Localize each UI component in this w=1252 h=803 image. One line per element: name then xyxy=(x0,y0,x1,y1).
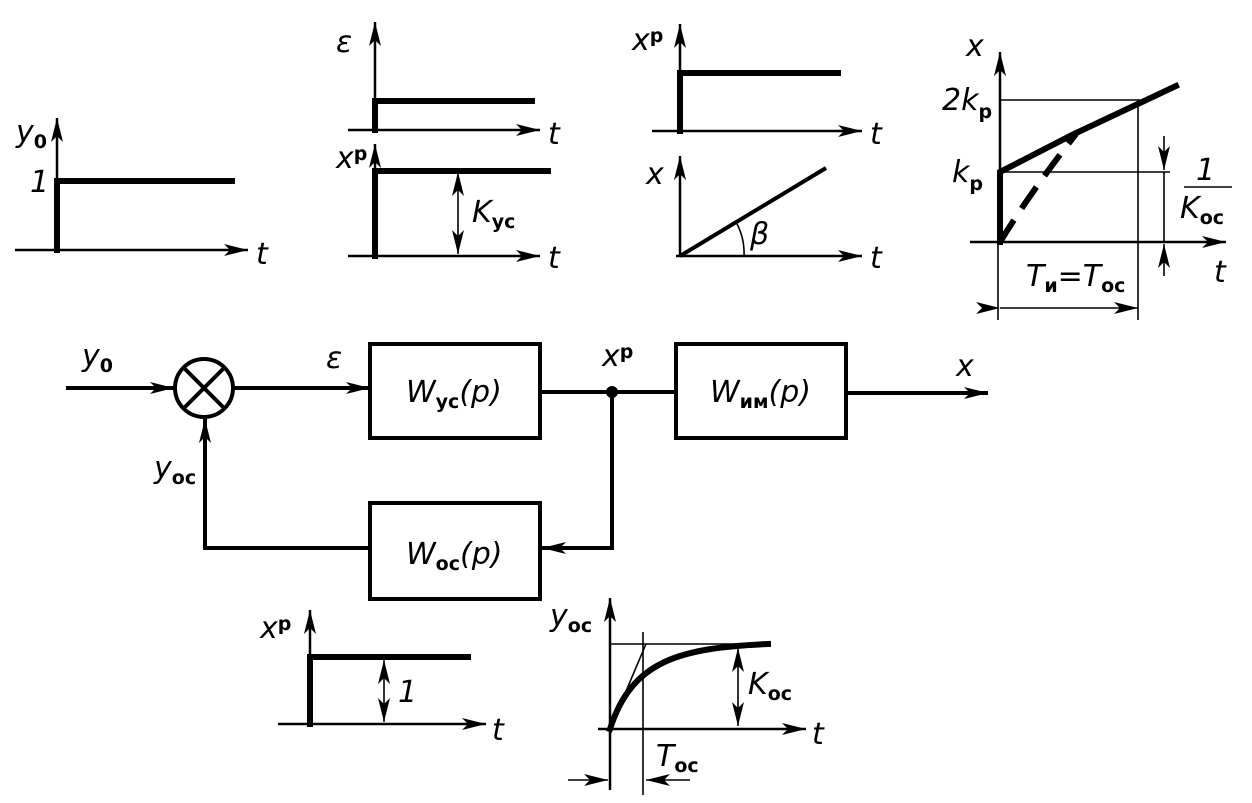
fraction-denominator: Koc xyxy=(1180,191,1224,229)
feedback-out-line xyxy=(199,419,370,550)
step-curve xyxy=(307,654,471,727)
label-2kp: 2kp xyxy=(942,83,992,123)
label-kus: Kyc xyxy=(472,195,515,233)
graph-amplifier-output: xp Kyc t xyxy=(335,141,561,276)
feedback-in-line xyxy=(542,392,614,554)
label-t: t xyxy=(256,237,269,272)
block-feedback xyxy=(368,501,542,601)
label-xp: xp xyxy=(601,339,633,374)
exponential-curve xyxy=(606,640,772,733)
pi-curve-real xyxy=(997,132,1079,244)
graph-actuator-ramp: x β t xyxy=(645,156,883,276)
block-actuator xyxy=(674,342,848,440)
graph-input-step: y0 1 t xyxy=(15,115,269,272)
tangent-line xyxy=(609,643,647,730)
label-kp: kp xyxy=(952,155,983,195)
graph-error-step: ε t xyxy=(336,22,561,152)
label-y0: y0 xyxy=(81,339,113,377)
block-feedback-label: Woc(p) xyxy=(406,537,502,575)
label-t: t xyxy=(492,713,505,748)
label-epsilon: ε xyxy=(336,25,352,60)
label-t: t xyxy=(548,241,561,276)
graph-feedback-output: yoc Koc Toc t xyxy=(549,598,825,795)
label-t: t xyxy=(1214,255,1227,290)
ramp-line xyxy=(678,166,828,258)
block-diagram: Wyc(p) Wим(p) Woc(p) y0 ε xp x yoc xyxy=(66,339,988,601)
label-t: t xyxy=(812,717,825,752)
label-one: 1 xyxy=(30,165,49,200)
label-x: x xyxy=(965,29,984,64)
label-xp: xp xyxy=(259,611,291,646)
step-curve xyxy=(372,98,535,133)
label-t: t xyxy=(870,241,883,276)
fraction-numerator: 1 xyxy=(1196,153,1215,188)
graph-feedback-input: xp 1 t xyxy=(259,610,505,748)
label-yos: yoc xyxy=(549,599,592,637)
step-curve xyxy=(54,178,235,253)
label-y0: y0 xyxy=(15,115,47,153)
graph-regulator-step: xp t xyxy=(631,23,883,152)
label-tos: Toc xyxy=(656,739,699,777)
angle-arc xyxy=(735,221,745,257)
block-amplifier xyxy=(368,342,542,440)
label-epsilon: ε xyxy=(326,341,342,376)
label-one: 1 xyxy=(398,675,417,710)
label-xp: xp xyxy=(631,23,663,58)
label-xp: xp xyxy=(335,141,367,176)
label-ti-eq-tos: Tи=Toc xyxy=(1026,259,1125,297)
block-actuator-label: Wим(p) xyxy=(710,375,811,413)
step-curve xyxy=(372,168,551,259)
label-kos: Koc xyxy=(748,667,792,705)
label-t: t xyxy=(870,117,883,152)
label-beta: β xyxy=(749,217,769,252)
block-amplifier-label: Wyc(p) xyxy=(406,375,502,413)
summing-junction xyxy=(173,357,235,419)
label-t: t xyxy=(548,117,561,152)
graph-pi-response: x 2kp kp 1 Koc Tи=Toc t xyxy=(942,29,1232,320)
label-x: x xyxy=(645,157,664,192)
step-curve xyxy=(677,70,841,134)
label-yos: yoc xyxy=(153,451,196,489)
pi-curve xyxy=(997,82,1180,245)
label-x: x xyxy=(955,349,974,384)
